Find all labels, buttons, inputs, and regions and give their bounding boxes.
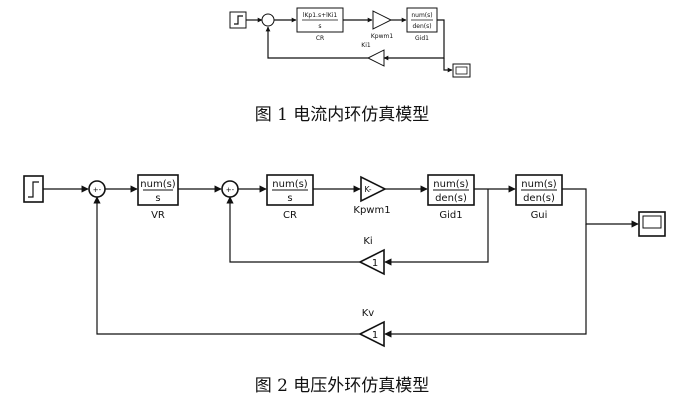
kpwm-gain-block[interactable]: K- Kpwm1 xyxy=(353,175,391,216)
gui-label: Gui xyxy=(531,210,548,221)
gid-denominator: den(s) xyxy=(412,23,431,30)
sum2-block[interactable]: +- xyxy=(221,180,239,198)
gid-transfer-block[interactable]: num(s) den(s) Gid1 xyxy=(427,174,475,221)
gid-label: Gid1 xyxy=(415,35,429,42)
figure1-diagram: lKp1.s+lKi1 s CR Kpwm1 num(s) den(s) Gid… xyxy=(229,7,471,125)
kpwm-label: Kpwm1 xyxy=(353,205,390,216)
sum1-signs: +- xyxy=(93,186,102,194)
vr-transfer-block[interactable]: num(s) s VR xyxy=(137,174,179,221)
cr-transfer-block[interactable]: num(s) s CR xyxy=(266,174,314,221)
scope-block[interactable] xyxy=(638,211,666,237)
sum2-signs: +- xyxy=(226,186,235,194)
kpwm-gain: K- xyxy=(364,185,371,194)
cr-numerator: num(s) xyxy=(272,179,308,190)
cr-label: CR xyxy=(316,35,324,42)
figure1-caption: 图 1 电流内环仿真模型 xyxy=(255,105,430,125)
gui-denominator: den(s) xyxy=(523,193,555,204)
ki-gain-block[interactable]: 1 Ki xyxy=(358,236,385,276)
vr-label: VR xyxy=(151,210,165,221)
gui-transfer-block[interactable]: num(s) den(s) Gui xyxy=(515,174,563,221)
cr-transfer-block[interactable]: lKp1.s+lKi1 s CR xyxy=(296,7,344,42)
vr-numerator: num(s) xyxy=(140,179,176,190)
ki-gain-block[interactable]: Ki1 xyxy=(361,42,385,67)
scope-block[interactable] xyxy=(452,63,471,78)
sum1-block[interactable]: +- xyxy=(88,180,106,198)
vr-denominator: s xyxy=(155,193,160,204)
kv-label: Kv xyxy=(362,308,375,319)
gid-transfer-block[interactable]: num(s) den(s) Gid1 xyxy=(406,7,438,42)
gid-denominator: den(s) xyxy=(435,193,467,204)
kpwm-gain-block[interactable]: Kpwm1 xyxy=(371,10,393,40)
sum-block[interactable] xyxy=(261,13,275,27)
cr-denominator: s xyxy=(318,23,321,30)
gid-label: Gid1 xyxy=(439,210,462,221)
step-source-block[interactable] xyxy=(23,175,44,203)
step-source-block[interactable] xyxy=(229,11,247,29)
ki-gain: 1 xyxy=(372,258,378,269)
kv-gain: 1 xyxy=(372,330,378,341)
gui-numerator: num(s) xyxy=(521,179,557,190)
cr-numerator: lKp1.s+lKi1 xyxy=(303,12,338,19)
gid-numerator: num(s) xyxy=(411,12,432,19)
figure2-caption: 图 2 电压外环仿真模型 xyxy=(255,376,430,396)
cr-denominator: s xyxy=(287,193,292,204)
kv-gain-block[interactable]: 1 Kv xyxy=(358,308,385,348)
ki-label: Ki1 xyxy=(361,42,371,49)
gid-numerator: num(s) xyxy=(433,179,469,190)
figure2-diagram: +- num(s) s VR +- num(s) s CR xyxy=(23,174,666,396)
kpwm-label: Kpwm1 xyxy=(371,33,393,40)
cr-label: CR xyxy=(283,210,297,221)
ki-label: Ki xyxy=(363,236,372,247)
